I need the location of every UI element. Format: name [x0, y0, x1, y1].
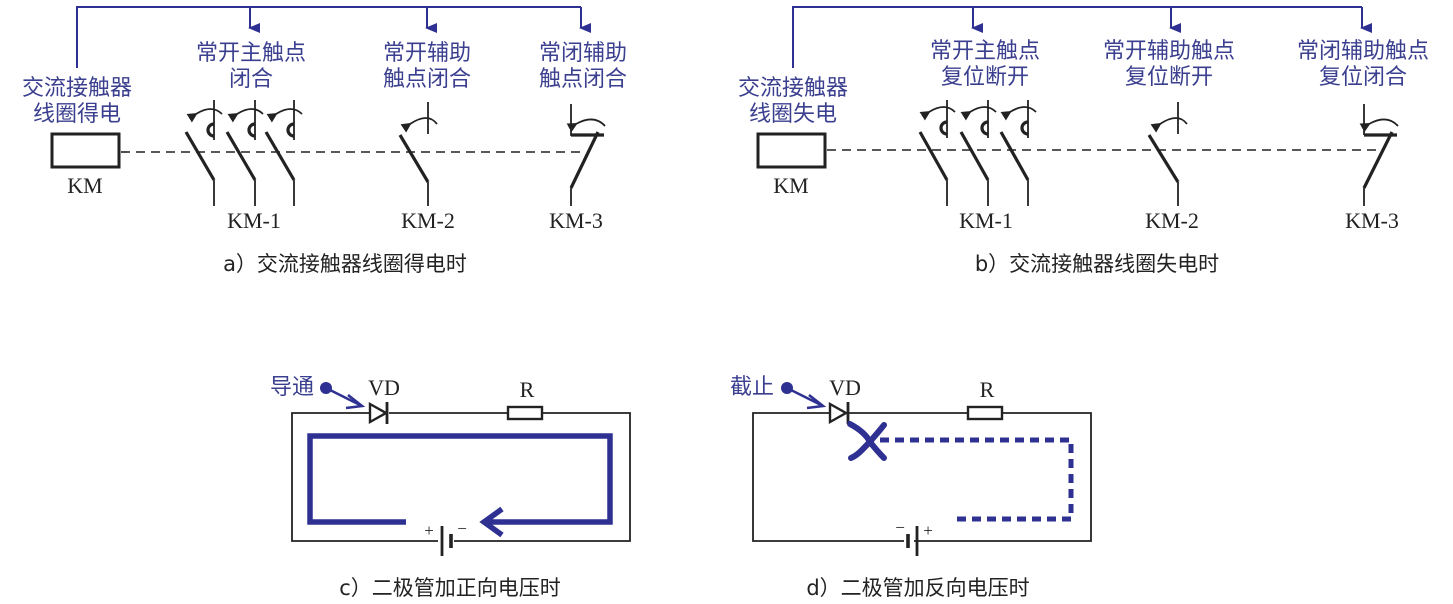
state-label-blocked: 截止 [730, 375, 774, 400]
contact-name-km2: KM-2 [1145, 208, 1199, 233]
signal-bracket [792, 6, 1372, 68]
main-contact [959, 100, 997, 206]
contact-3-label-line2: 复位闭合 [1319, 65, 1407, 90]
contact-2-label-line1: 常开辅助触点 [1103, 39, 1235, 64]
circuit-loop [752, 412, 1092, 542]
blocked-current-path [880, 437, 1074, 522]
coil-name: KM [67, 173, 102, 198]
battery-plus-sign: + [923, 521, 933, 540]
resistor-symbol [966, 405, 1004, 421]
panel-d-caption: d）二极管加反向电压时 [806, 576, 1029, 600]
contact-name-km2: KM-2 [401, 208, 455, 233]
contact-2-label-line1: 常开辅助 [383, 41, 471, 66]
contact-name-km3: KM-3 [1345, 208, 1399, 233]
panel-c: VD R + − 导通 c）二极管加正向电压时 [270, 375, 631, 600]
no-aux-contact-km2 [398, 102, 438, 206]
coil-state-label-line1: 交流接触器 [738, 76, 848, 101]
blocked-x-icon [847, 421, 887, 461]
contact-name-km1: KM-1 [959, 208, 1013, 233]
resistor-label: R [520, 377, 535, 402]
pointer-arrow-icon [806, 393, 827, 410]
coil-name: KM [773, 173, 808, 198]
panel-b: 交流接触器 线圈失电 KM 常开主触点 复位断开 常开辅助触点 复位断开 常闭辅… [738, 6, 1429, 276]
coil-state-label-line2: 线圈得电 [33, 102, 121, 127]
diode-symbol [828, 401, 850, 425]
resistor-label: R [980, 377, 995, 402]
contact-name-km1: KM-1 [227, 208, 281, 233]
panel-b-caption: b）交流接触器线圈失电时 [975, 252, 1219, 276]
contact-3-label-line2: 触点闭合 [539, 67, 627, 92]
contact-3-label-line1: 常闭辅助 [539, 41, 627, 66]
main-contacts-km1 [918, 100, 1037, 206]
no-aux-contact-km2 [1147, 102, 1188, 206]
coil-symbol [756, 132, 827, 169]
panel-c-caption: c）二极管加正向电压时 [339, 576, 561, 600]
contact-3-label-line1: 常闭辅助触点 [1297, 39, 1429, 64]
coil-symbol [50, 132, 121, 169]
battery-plus-sign: + [424, 521, 434, 540]
diode-symbol [368, 401, 389, 425]
coil-state-label-line1: 交流接触器 [22, 76, 132, 101]
pointer-arrow-icon [345, 393, 366, 410]
diode-label: VD [368, 375, 400, 400]
diode-label: VD [829, 375, 861, 400]
contact-1-label-line1: 常开主触点 [196, 41, 306, 66]
coil-state-label-line2: 线圈失电 [749, 102, 837, 127]
battery-symbol [906, 526, 919, 556]
panel-a: 交流接触器 线圈得电 KM 常开主触点 闭合 常开辅助 触点闭合 常闭辅助 触点… [22, 6, 627, 276]
pointer-line [786, 386, 822, 407]
main-contact [999, 100, 1037, 206]
bracket-line [76, 6, 581, 68]
main-contact [225, 100, 264, 206]
panel-a-caption: a）交流接触器线圈得电时 [223, 252, 467, 276]
state-label-conducting: 导通 [270, 375, 314, 400]
contact-1-label-line1: 常开主触点 [930, 39, 1040, 64]
main-contact [184, 100, 223, 206]
signal-bracket [76, 6, 591, 68]
contact-1-label-line2: 复位断开 [941, 65, 1029, 90]
contact-2-label-line2: 触点闭合 [383, 67, 471, 92]
current-flow-path [307, 433, 613, 525]
contact-2-label-line2: 复位断开 [1125, 65, 1213, 90]
resistor-symbol [506, 405, 544, 421]
nc-aux-contact-km3 [566, 104, 606, 206]
battery-minus-sign: − [895, 518, 905, 537]
battery-minus-sign: − [457, 519, 467, 538]
bracket-line [792, 6, 1362, 68]
pointer-line [325, 386, 361, 407]
panel-d: VD R − + 截止 d）二极管加反向电压时 [730, 375, 1092, 600]
contact-name-km3: KM-3 [549, 208, 603, 233]
contact-1-label-line2: 闭合 [229, 67, 273, 92]
main-contact [918, 100, 956, 206]
circuit-loop [291, 412, 631, 542]
main-contact [264, 100, 303, 206]
main-contacts-km1 [184, 100, 303, 206]
nc-aux-contact-km3 [1359, 104, 1399, 206]
battery-symbol [440, 526, 453, 556]
current-arrow-icon [479, 506, 504, 538]
